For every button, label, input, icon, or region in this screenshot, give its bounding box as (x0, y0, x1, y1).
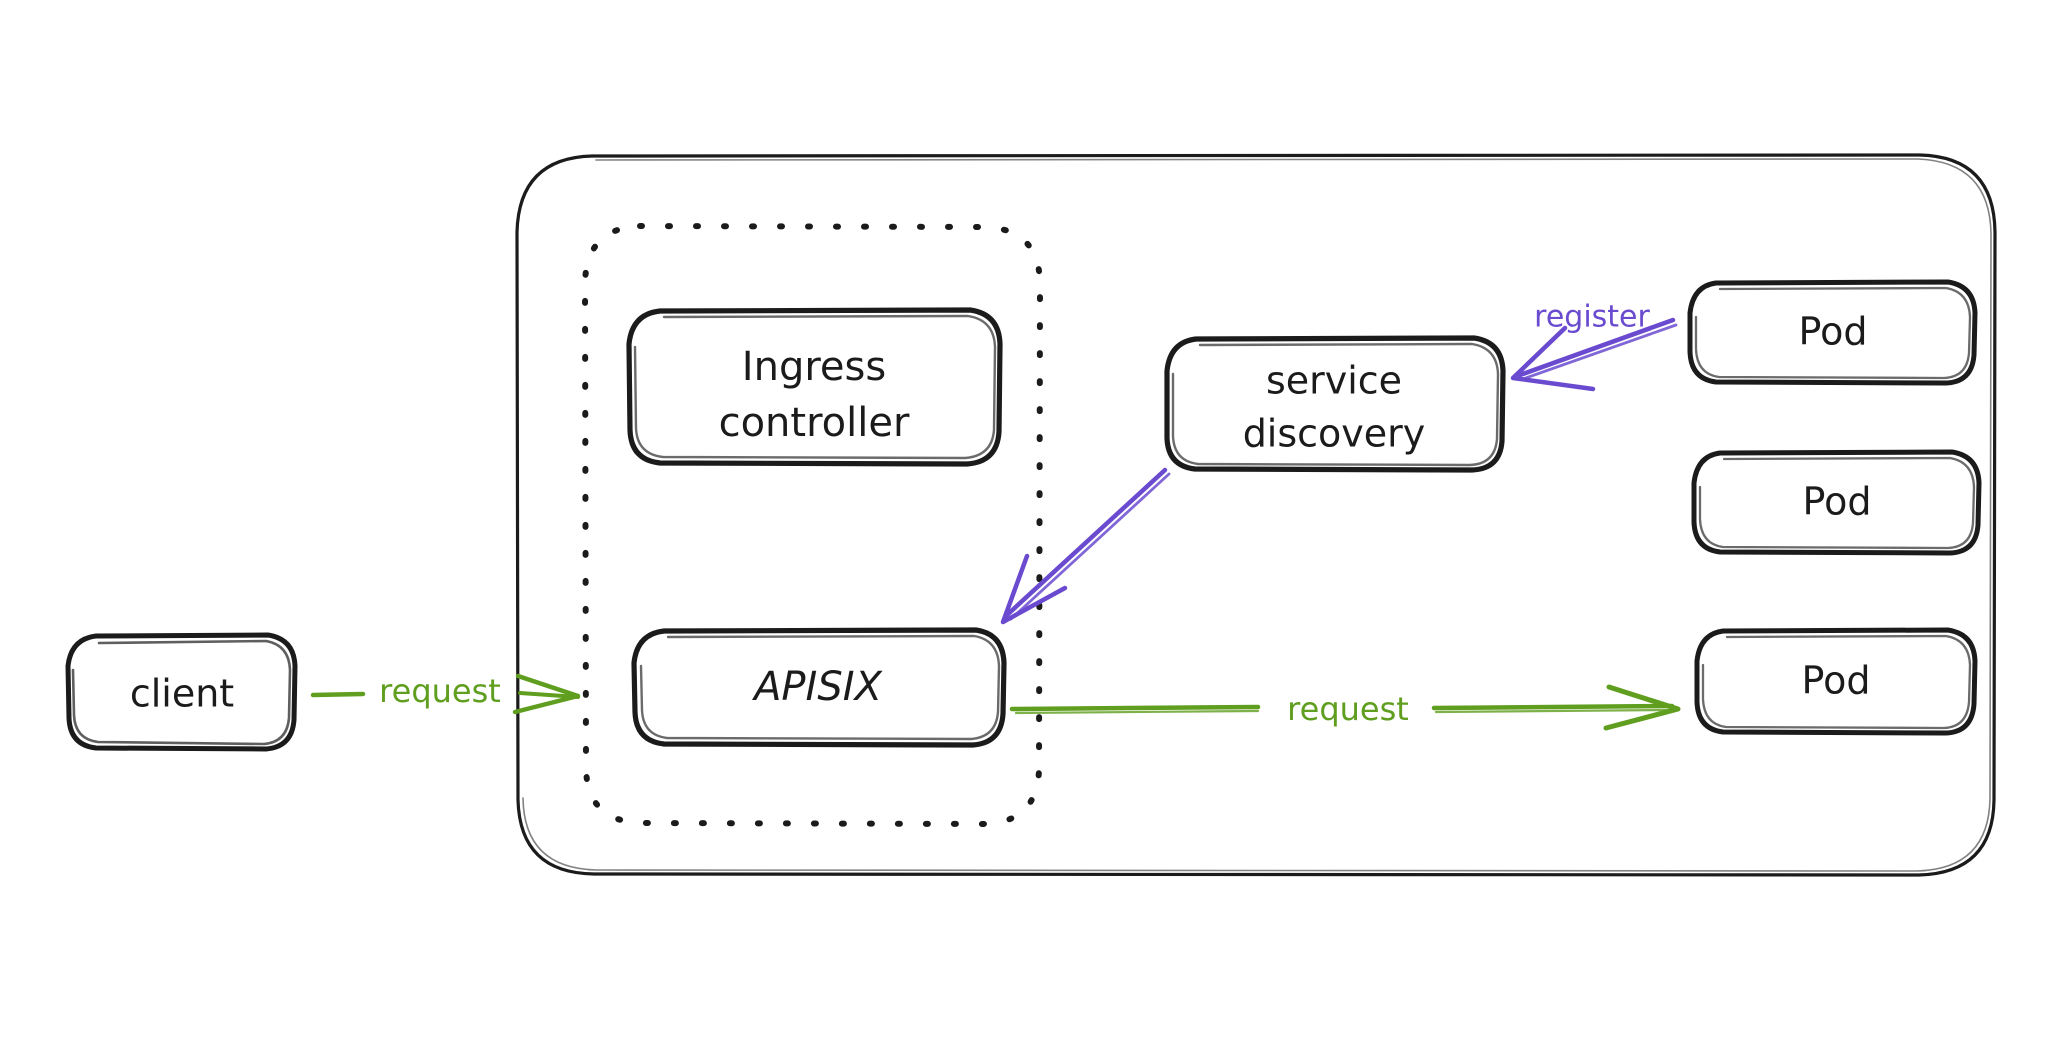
node-client-label: client (130, 672, 234, 716)
container-cluster (515, 153, 1997, 877)
node-ingress-controller-label-line1: Ingress (742, 344, 886, 390)
arrowhead-green-2 (1603, 684, 1681, 731)
arrowhead-purple-1 (1510, 325, 1596, 392)
node-pod-1-label: Pod (1799, 310, 1868, 354)
node-ingress-controller[interactable]: Ingress controller (626, 307, 1003, 467)
edge-apisix-to-pod3: request (1009, 684, 1681, 731)
edge-client-to-apisix: request (310, 672, 581, 715)
edge-client-to-apisix-label: request (379, 672, 501, 710)
node-apisix[interactable]: APISIX (631, 627, 1007, 748)
container-ingress-zone (581, 222, 1044, 828)
node-pod-3-label: Pod (1802, 659, 1871, 703)
edge-service-discovery-to-apisix (1000, 467, 1171, 625)
node-pod-3[interactable]: Pod (1694, 627, 1978, 736)
edge-pod1-to-service-discovery: register (1510, 300, 1678, 392)
node-service-discovery-label-line2: discovery (1243, 412, 1426, 456)
node-pod-2-label: Pod (1803, 480, 1872, 524)
node-client[interactable]: client (65, 632, 298, 752)
node-pod-1[interactable]: Pod (1687, 279, 1978, 386)
node-pod-2[interactable]: Pod (1691, 449, 1982, 556)
node-apisix-label: APISIX (751, 664, 883, 710)
node-service-discovery-label-line1: service (1266, 359, 1402, 403)
edge-apisix-to-pod3-label: request (1287, 690, 1409, 728)
node-ingress-controller-label-line2: controller (719, 400, 910, 446)
edge-register-label: register (1534, 300, 1650, 335)
arrowhead-purple-2 (1000, 553, 1068, 625)
node-service-discovery[interactable]: service discovery (1164, 335, 1506, 473)
